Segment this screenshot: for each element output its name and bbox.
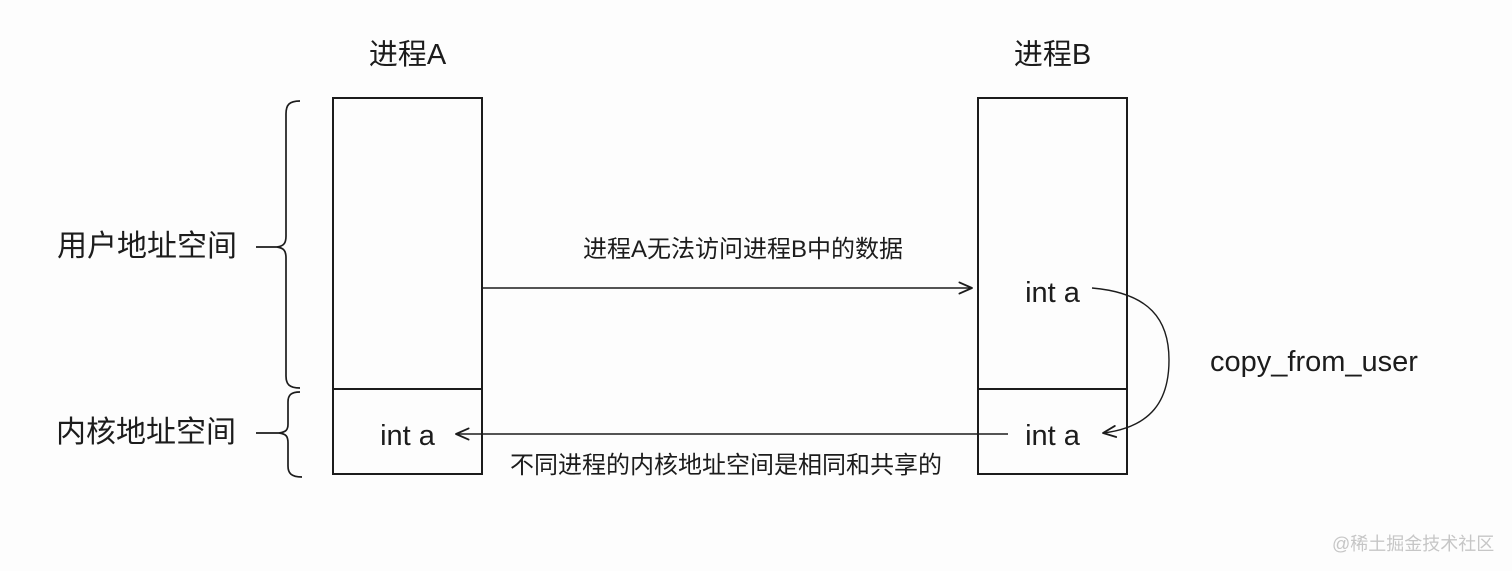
top-arrow-label: 进程A无法访问进程B中的数据: [583, 236, 904, 263]
process-a-divider: [332, 388, 483, 390]
kernel-space-label: 内核地址空间: [56, 416, 236, 449]
copy-from-user-label: copy_from_user: [1210, 346, 1418, 378]
process-a-title: 进程A: [368, 39, 447, 71]
process-b-user-int-a: int a: [1025, 277, 1080, 309]
process-b-kernel-int-a: int a: [1025, 420, 1080, 452]
process-b-divider: [977, 388, 1128, 390]
user-space-brace: [276, 100, 301, 389]
bottom-arrow-label: 不同进程的内核地址空间是相同和共享的: [510, 452, 942, 479]
process-b-title: 进程B: [1013, 39, 1092, 71]
user-space-label: 用户地址空间: [57, 230, 237, 263]
process-a-kernel-int-a: int a: [380, 420, 435, 452]
watermark: @稀土掘金技术社区: [1332, 534, 1495, 554]
process-a-box: int a: [332, 97, 483, 475]
process-b-box: int a int a: [977, 97, 1128, 475]
kernel-space-brace: [278, 391, 303, 478]
copy-from-user-arc-arrow: [1091, 287, 1170, 438]
